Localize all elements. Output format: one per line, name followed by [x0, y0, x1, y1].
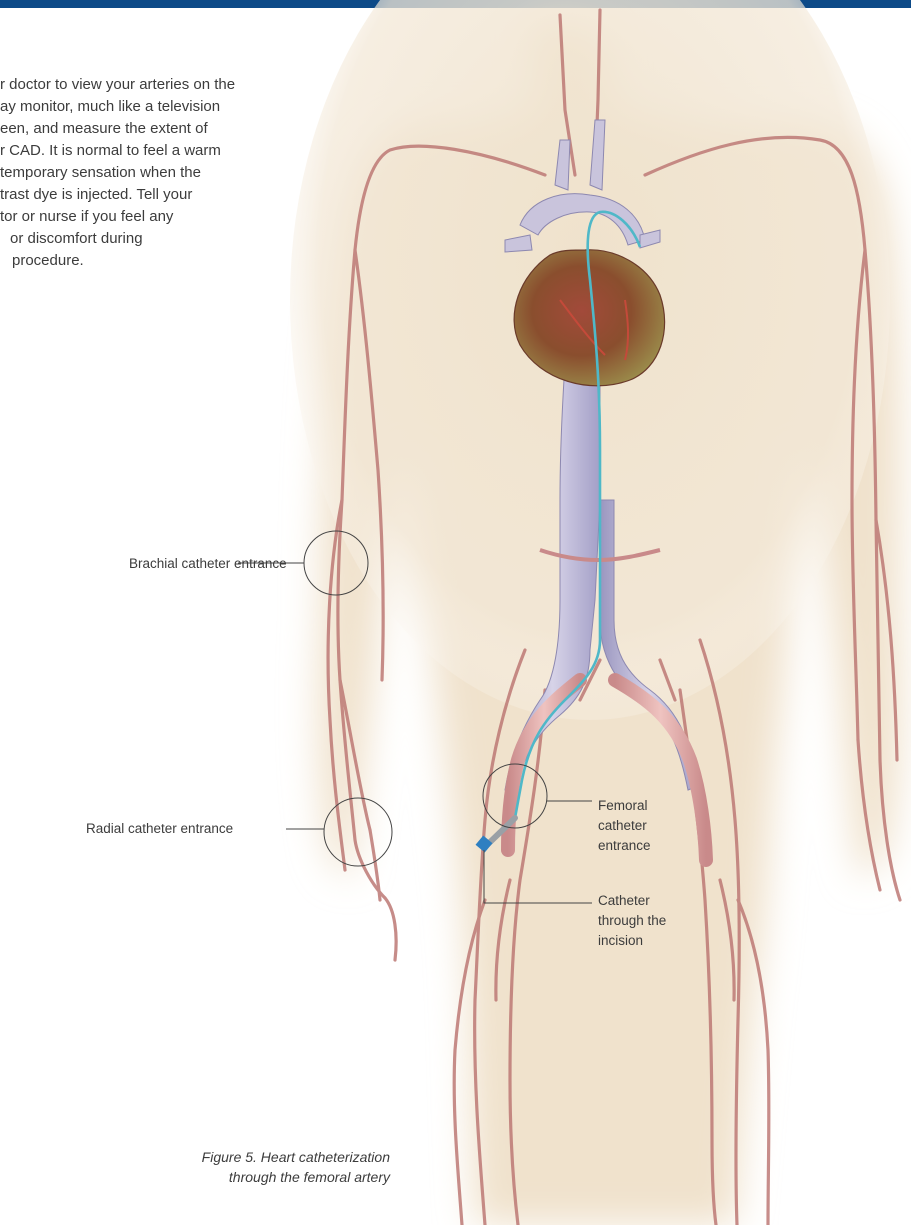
intro-line: r doctor to view your arteries on the [0, 74, 346, 96]
caption-line-1: Figure 5. Heart catheterization [140, 1147, 390, 1167]
intro-line: temporary sensation when the [0, 162, 346, 184]
intro-line: ay monitor, much like a television [0, 96, 346, 118]
intro-line: r CAD. It is normal to feel a warm [0, 140, 346, 162]
radial-label: Radial catheter entrance [86, 819, 233, 839]
caption-line-2: through the femoral artery [140, 1167, 390, 1187]
intro-line: trast dye is injected. Tell your [0, 184, 346, 206]
catheter-label: Catheter through the incision [598, 891, 698, 951]
intro-line: procedure. [0, 250, 346, 272]
brachial-label: Brachial catheter entrance [129, 554, 287, 574]
femoral-label: Femoral catheter entrance [598, 796, 688, 856]
intro-line: tor or nurse if you feel any [0, 206, 346, 228]
figure-caption: Figure 5. Heart catheterization through … [140, 1147, 390, 1187]
intro-line: or discomfort during [0, 228, 346, 250]
intro-line: een, and measure the extent of [0, 118, 346, 140]
intro-paragraph: r doctor to view your arteries on the ay… [0, 74, 346, 272]
